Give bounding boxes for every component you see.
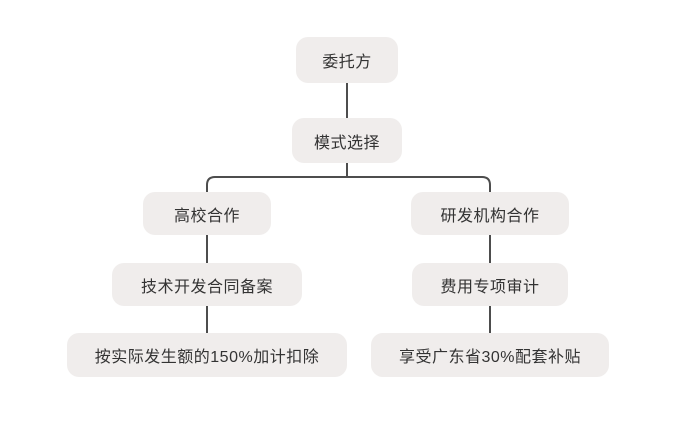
node-30-percent-subsidy: 享受广东省30%配套补贴 [371, 333, 609, 377]
node-tech-contract-filing-label: 技术开发合同备案 [140, 278, 273, 296]
node-30-percent-subsidy-label: 享受广东省30%配套补贴 [398, 349, 582, 366]
node-rd-institution-cooperation-label: 研发机构合作 [440, 207, 540, 225]
edge-branch-bar [206, 176, 491, 192]
node-rd-institution-cooperation: 研发机构合作 [411, 192, 569, 235]
node-mode-selection: 模式选择 [292, 118, 402, 163]
node-expense-audit: 费用专项审计 [412, 263, 568, 306]
node-150-percent-deduction: 按实际发生额的150%加计扣除 [67, 333, 347, 377]
node-tech-contract-filing: 技术开发合同备案 [112, 263, 302, 306]
node-expense-audit-label: 费用专项审计 [440, 278, 540, 296]
node-university-cooperation: 高校合作 [143, 192, 271, 235]
node-mode-selection-label: 模式选择 [313, 134, 380, 152]
node-client: 委托方 [296, 37, 398, 83]
node-150-percent-deduction-label: 按实际发生额的150%加计扣除 [94, 349, 320, 366]
node-client-label: 委托方 [322, 54, 372, 71]
node-university-cooperation-label: 高校合作 [173, 207, 240, 225]
